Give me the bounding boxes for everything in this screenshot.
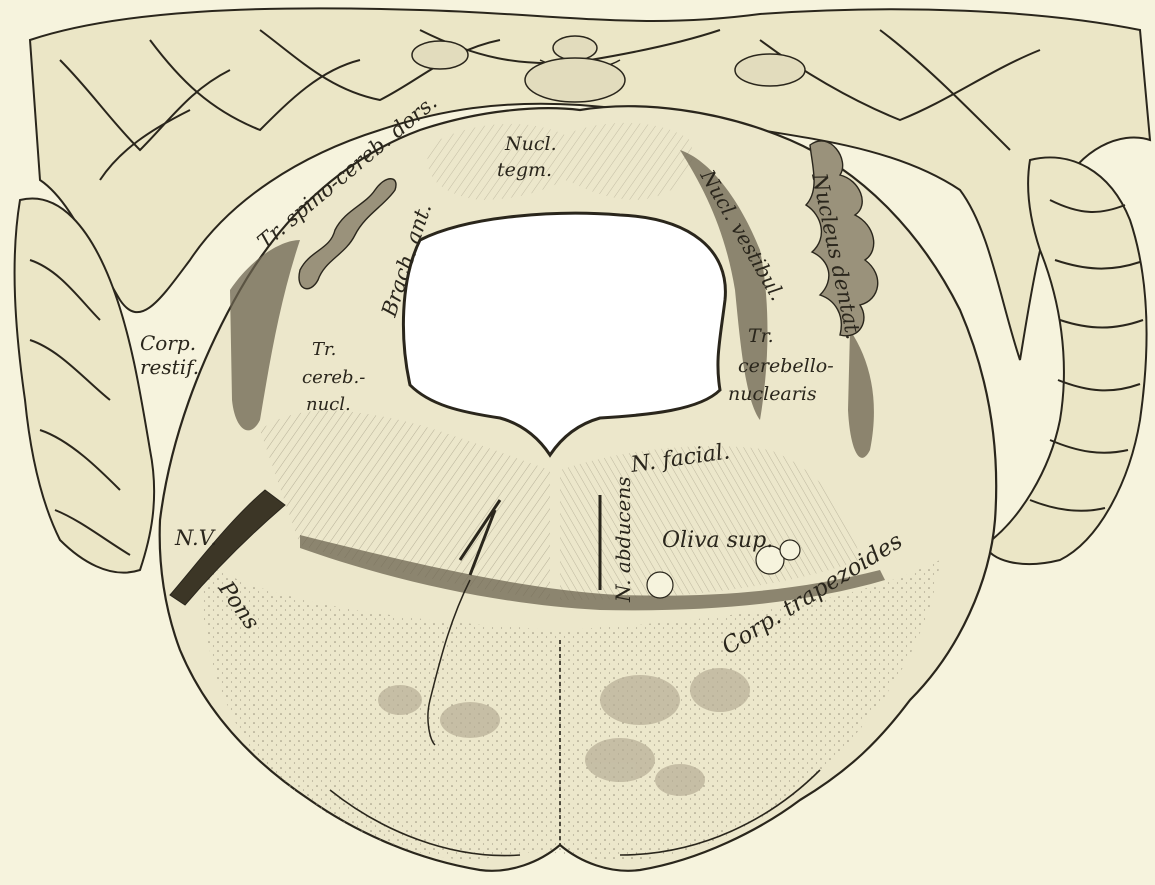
label-tr-cerebello-3: nuclearis — [728, 383, 817, 405]
label-nucl-tegm-1: Nucl. — [504, 133, 557, 155]
label-tr-cerebello-1: Tr. — [748, 325, 774, 347]
label-corp-restif-1: Corp. — [140, 331, 196, 355]
label-tr-cereb-nucl-left-2: cereb.- — [302, 367, 365, 388]
label-nv: N.V. — [174, 526, 217, 550]
label-tr-cereb-nucl-left-3: nucl. — [306, 394, 351, 415]
label-tr-cereb-nucl-left-1: Tr. — [312, 339, 336, 360]
label-nucl-tegm-2: tegm. — [497, 159, 552, 181]
label-corp-restif-2: restif. — [140, 355, 199, 379]
label-tr-cerebello-2: cerebello- — [738, 355, 834, 377]
label-n-abducens: N. abducens — [611, 476, 635, 603]
label-oliva-sup: Oliva sup. — [662, 528, 773, 553]
